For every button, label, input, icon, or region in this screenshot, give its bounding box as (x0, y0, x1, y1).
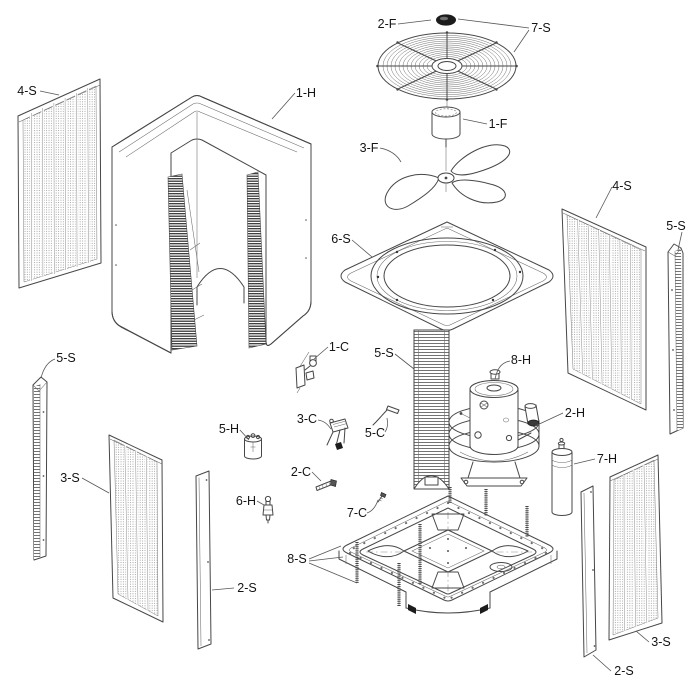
callout-2f: 2-F (378, 17, 397, 31)
sensor-probe (372, 405, 400, 426)
callout-5s-left: 5-S (56, 351, 75, 365)
callout-4s-right: 4-S (612, 179, 631, 193)
top-panel (340, 221, 554, 331)
callout-5s-right: 5-S (666, 219, 685, 233)
louvered-panel-lower-right (608, 454, 663, 641)
expansion-device (262, 495, 274, 524)
callout-1h: 1-H (296, 86, 316, 100)
corner-post-right (667, 243, 684, 435)
callout-3s-right: 3-S (651, 635, 670, 649)
callout-labels: 4-S 1-H 2-F 7-S 1-F 3-F 6-S 4-S 5-S 5-S … (17, 17, 685, 678)
callout-6s: 6-S (331, 232, 350, 246)
corner-panel-lower-right (580, 485, 597, 658)
compressor (448, 369, 540, 487)
cabinet-wrapper (111, 95, 312, 354)
corner-panel-lower-left (195, 470, 212, 650)
callout-2s-left: 2-S (237, 581, 256, 595)
fan-guard-grille (376, 31, 518, 101)
small-screw (377, 492, 387, 503)
fan-hub-cap (436, 14, 456, 26)
callout-2s-right: 2-S (614, 664, 633, 678)
callout-leaders (39, 18, 683, 672)
filter-drier-small (244, 433, 262, 460)
filter-drier-large (551, 437, 573, 516)
callout-3s-left: 3-S (60, 471, 79, 485)
service-valve (295, 351, 317, 394)
louvered-panel-lower-left (108, 434, 164, 623)
fan-motor (431, 101, 461, 148)
callout-2c: 2-C (291, 465, 311, 479)
callout-8s: 8-S (287, 552, 306, 566)
corner-post-left (32, 376, 48, 561)
wrapper-coil-strip-right (246, 171, 267, 349)
compressor-fitting (524, 403, 540, 427)
callout-1f: 1-F (489, 117, 508, 131)
callout-7s: 7-S (531, 21, 550, 35)
callout-3c: 3-C (297, 412, 317, 426)
callout-1c: 1-C (329, 340, 349, 354)
wrapper-coil-strip-left (167, 173, 198, 351)
callout-7c: 7-C (347, 506, 367, 520)
contactor (326, 418, 349, 450)
callout-4s-left: 4-S (17, 84, 36, 98)
callout-5h: 5-H (219, 422, 239, 436)
callout-3f: 3-F (360, 141, 379, 155)
callout-7h: 7-H (597, 452, 617, 466)
callout-8h: 8-H (511, 353, 531, 367)
mounting-screw (315, 479, 337, 491)
callout-6h: 6-H (236, 494, 256, 508)
callout-5c: 5-C (365, 426, 385, 440)
fan-blade (384, 144, 511, 210)
coil-section-center (413, 329, 450, 490)
callout-2h: 2-H (565, 406, 585, 420)
louvered-side-panel-right (561, 208, 647, 411)
base-pan (338, 487, 558, 614)
louvered-side-panel-left (17, 78, 102, 289)
callout-5s-center: 5-S (374, 346, 393, 360)
